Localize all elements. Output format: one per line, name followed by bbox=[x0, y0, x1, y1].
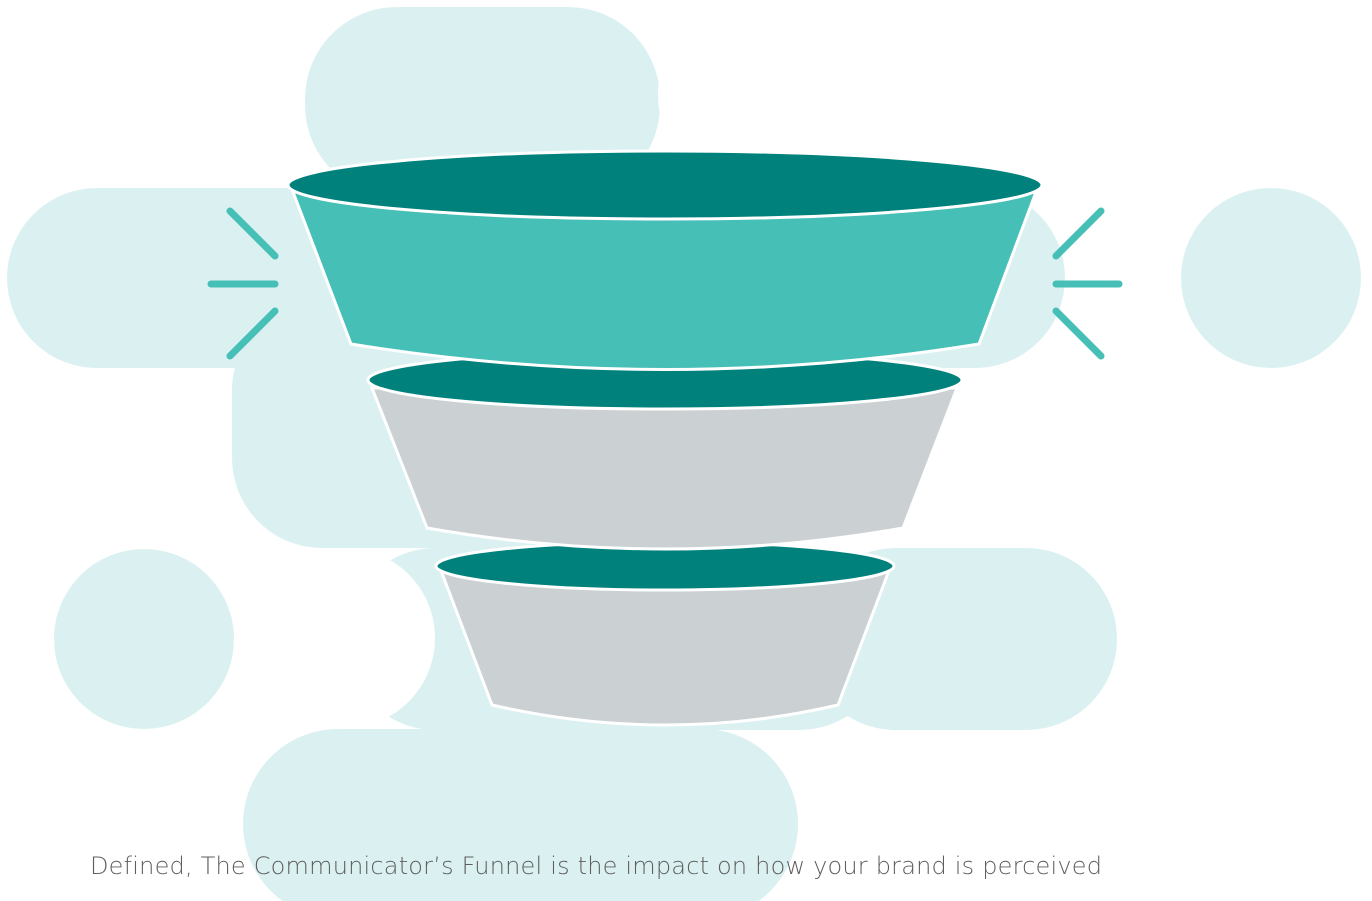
funnel-caption: Defined, The Communicator’s Funnel is th… bbox=[90, 852, 1103, 880]
tier-bottom-body bbox=[437, 566, 893, 727]
cutout-5 bbox=[798, 730, 978, 901]
background-cutouts bbox=[50, 3, 978, 901]
cutout-4 bbox=[255, 548, 435, 728]
cutout-1 bbox=[120, 3, 304, 187]
right-spark-icon bbox=[1052, 207, 1123, 360]
blob-bottom-bar bbox=[243, 729, 798, 901]
left-spark-icon bbox=[207, 207, 279, 360]
funnel-tier-middle bbox=[366, 349, 964, 551]
funnel-tier-bottom bbox=[434, 540, 896, 727]
tier-middle-body bbox=[369, 386, 960, 551]
blob-top bbox=[305, 7, 660, 197]
funnel-tier-top bbox=[286, 149, 1044, 371]
cutout-3 bbox=[50, 368, 230, 548]
cutout-2 bbox=[658, 3, 842, 187]
blob-circle-left bbox=[54, 549, 234, 729]
blob-circle-right bbox=[1181, 188, 1361, 368]
tier-top-rim bbox=[286, 149, 1044, 221]
tier-top-body bbox=[290, 190, 1039, 371]
blob-lower-right-bar bbox=[805, 548, 1117, 730]
